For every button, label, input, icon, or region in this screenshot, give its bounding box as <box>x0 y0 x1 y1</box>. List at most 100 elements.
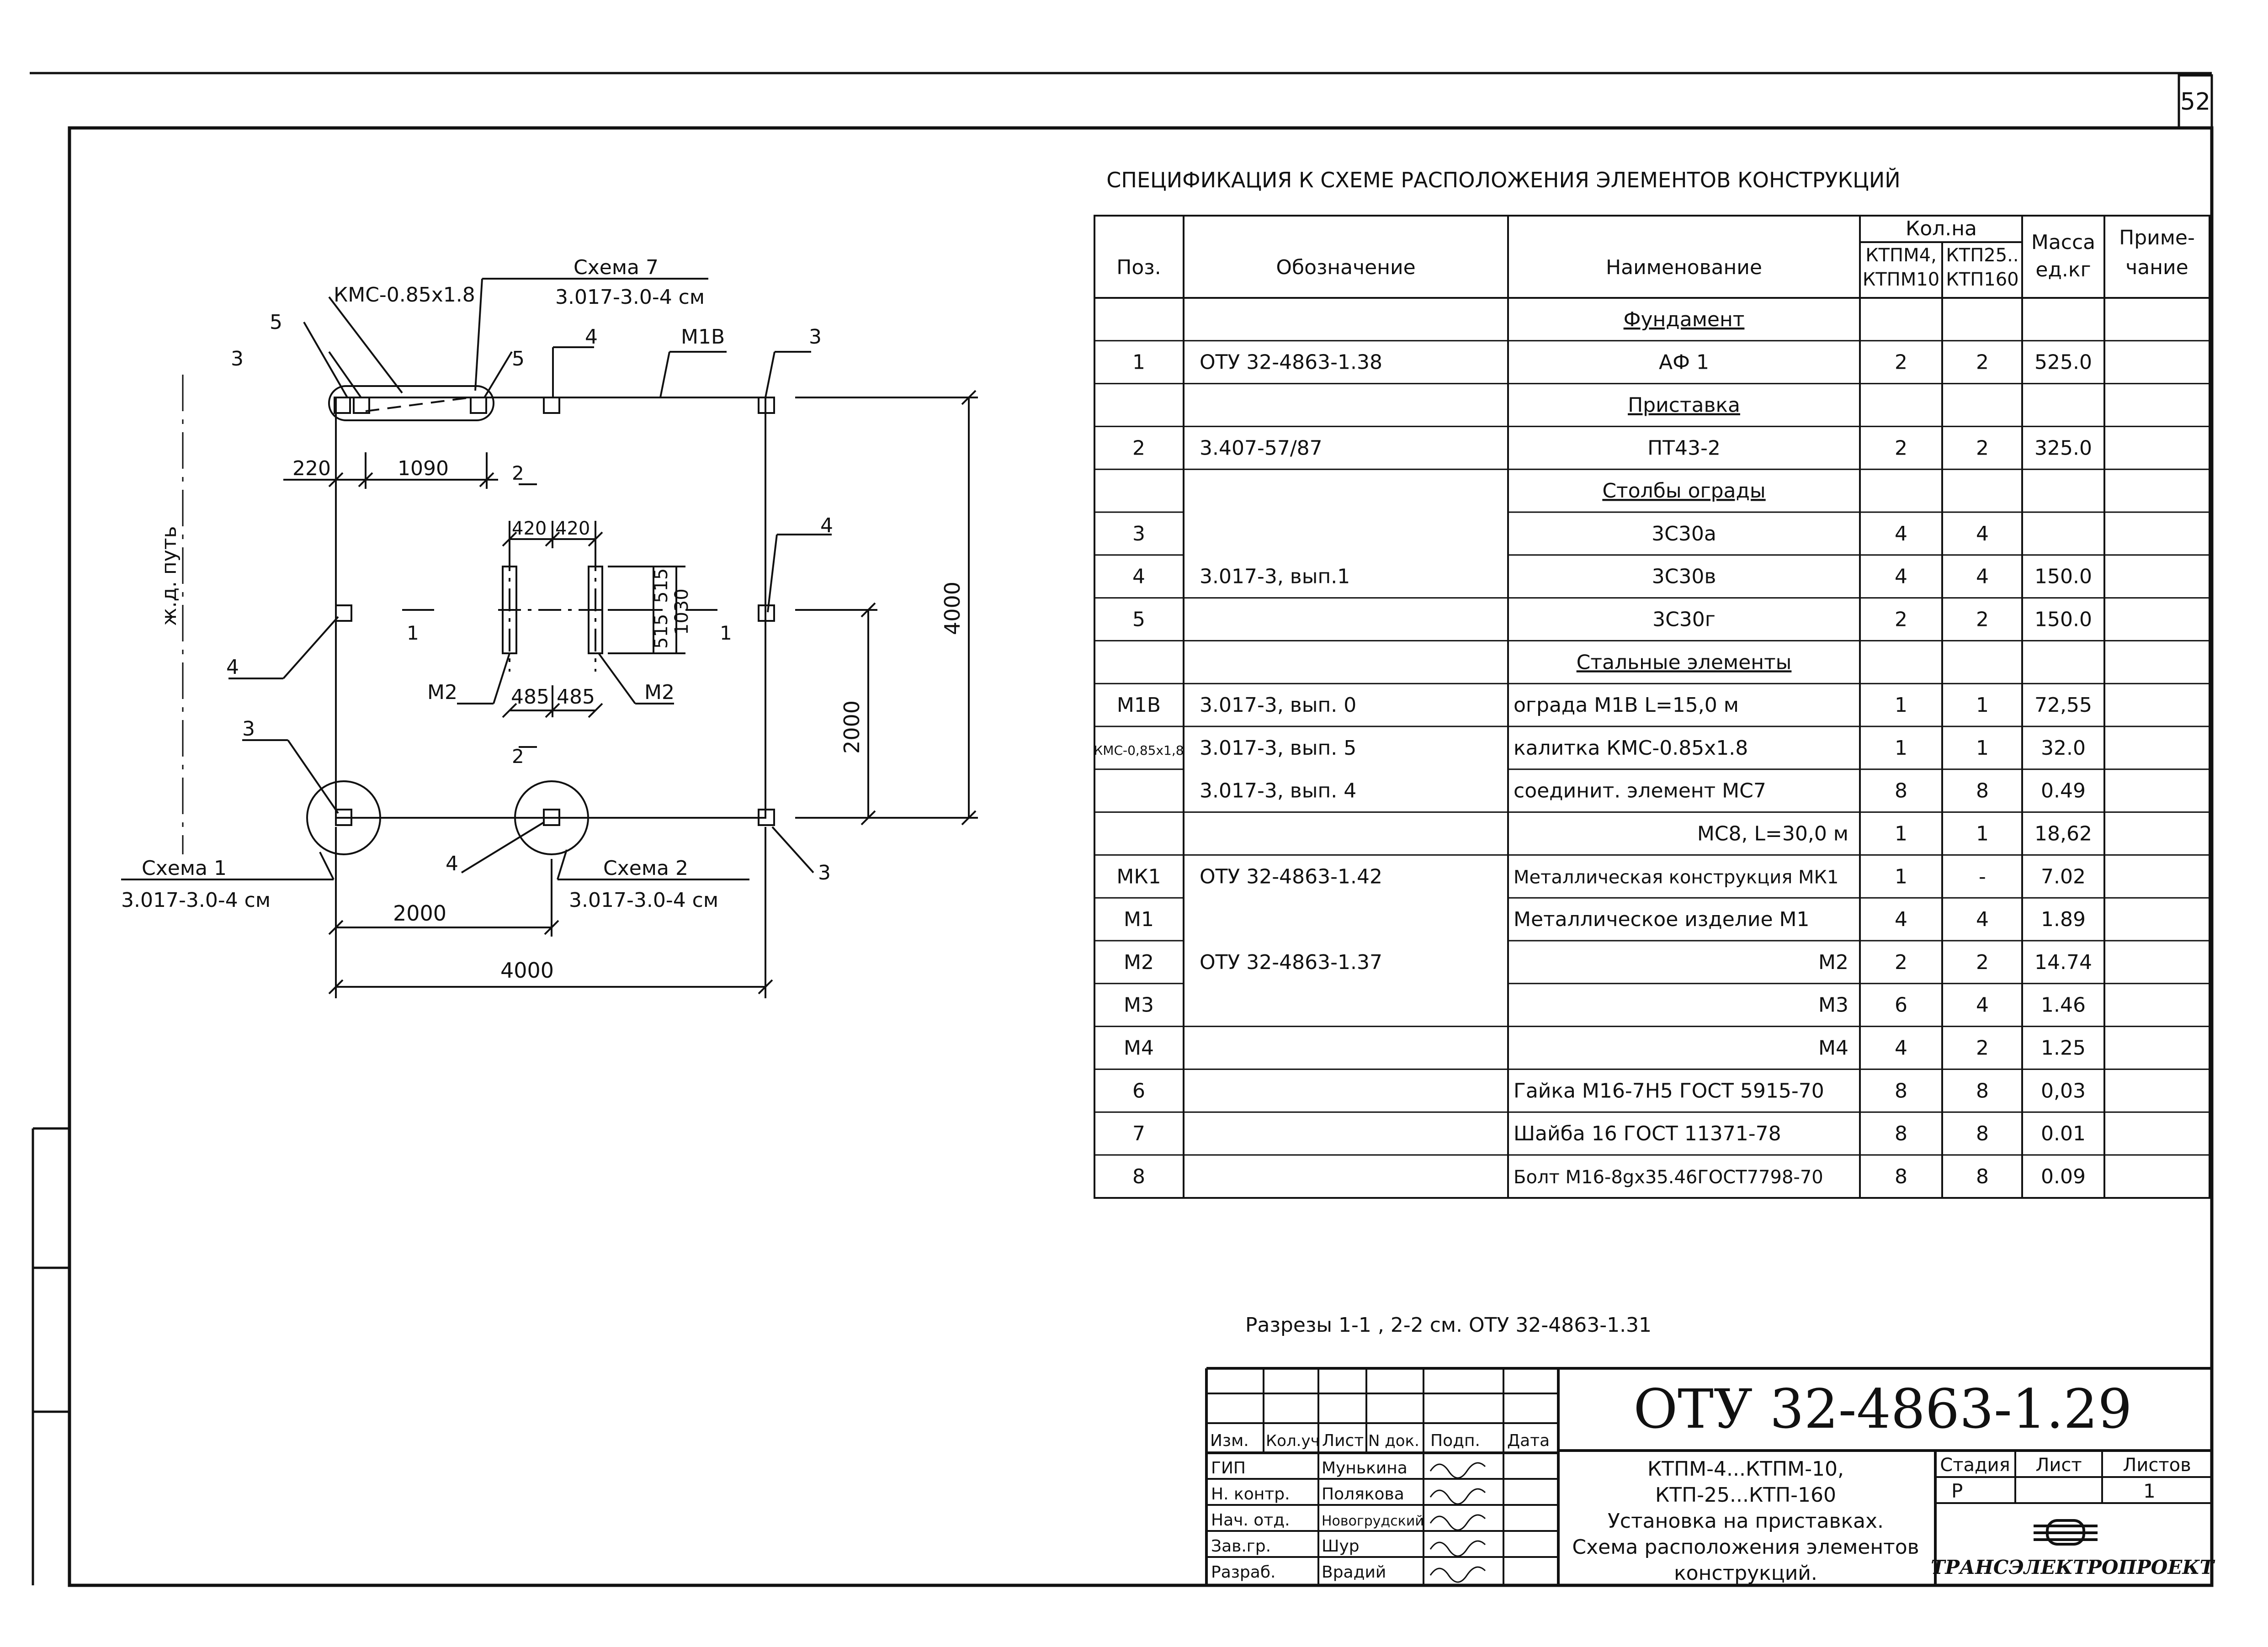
cell-mass: 0,03 <box>2041 1079 2086 1102</box>
cell-qty-b: 1 <box>1976 822 1989 846</box>
cell-qty-b: 1 <box>1976 736 1989 760</box>
dimension-ticks <box>328 390 977 995</box>
dim-1090: 1090 <box>398 457 449 480</box>
sheet-number: 52 <box>2180 88 2210 116</box>
signature-icon <box>1429 1488 1486 1505</box>
section-note: Разрезы 1-1 , 2-2 см. ОТУ 32-4863-1.31 <box>1245 1313 1652 1337</box>
label-pos4-left: 4 <box>226 656 239 679</box>
dim-2000-vertical: 2000 <box>839 700 864 754</box>
cell-qty-a: 8 <box>1895 779 1907 803</box>
cell-name: Гайка М16-7Н5 ГОСТ 5915-70 <box>1514 1079 1824 1102</box>
cell-qty-b: 8 <box>1976 1079 1989 1102</box>
cell-name: 3С30а <box>1652 522 1716 545</box>
header-qty-a-2: КТПМ10 <box>1863 269 1939 290</box>
cell-name: Металлическая конструкция МК1 <box>1514 867 1838 888</box>
cell-pos: МК1 <box>1116 865 1161 888</box>
cell-designation: 3.017-3, вып.1 <box>1200 565 1350 588</box>
cell-qty-b: 4 <box>1976 565 1989 588</box>
cell-qty-b: 8 <box>1976 1165 1989 1188</box>
cell-name: Шайба 16 ГОСТ 11371-78 <box>1514 1122 1781 1145</box>
cell-qty-a: 8 <box>1895 1165 1907 1188</box>
cell-group-heading: Стальные элементы <box>1577 651 1792 674</box>
cell-group-heading: Фундамент <box>1624 308 1745 331</box>
label-scheme1-title: Схема 1 <box>142 857 227 880</box>
cell-qty-b: 4 <box>1976 994 1989 1017</box>
cell-qty-b: 1 <box>1976 694 1989 717</box>
header-note-1: Приме- <box>2119 226 2195 249</box>
stamp-person: Новогрудский <box>1322 1513 1424 1529</box>
label-pos5-left: 5 <box>270 311 282 334</box>
cell-mass: 7.02 <box>2041 865 2086 888</box>
label-pos4-bottom: 4 <box>446 852 458 875</box>
cell-qty-a: 1 <box>1895 694 1907 717</box>
cell-name: МС8, L=30,0 м <box>1697 822 1848 846</box>
cell-qty-b: 4 <box>1976 908 1989 931</box>
cell-pos: 3 <box>1132 522 1145 545</box>
cell-qty-a: 2 <box>1895 608 1907 631</box>
label-pos3-bottomright: 3 <box>818 861 831 884</box>
spec-table-row: Фундамент <box>1624 308 1745 331</box>
label-pos4-top: 4 <box>585 325 598 349</box>
cell-pos: 1 <box>1132 351 1145 374</box>
cell-qty-b: 8 <box>1976 779 1989 803</box>
cell-qty-a: 8 <box>1895 1079 1907 1102</box>
dim-485-left: 485 <box>511 685 549 709</box>
document-code: ОТУ 32-4863-1.29 <box>1633 1377 2132 1440</box>
dim-4000-vertical: 4000 <box>940 582 965 635</box>
section-mark-1-right: 1 <box>720 622 732 644</box>
cell-qty-a: 1 <box>1895 736 1907 760</box>
cell-qty-a: 1 <box>1895 865 1907 888</box>
section-mark-1-left: 1 <box>407 622 419 644</box>
cell-mass: 32.0 <box>2041 736 2086 760</box>
stamp-role: Разраб. <box>1211 1563 1275 1582</box>
cell-pos: М4 <box>1124 1037 1154 1060</box>
cell-pos: КМС-0,85х1,8 <box>1094 743 1184 758</box>
cell-name: М3 <box>1818 994 1848 1017</box>
cell-name: Металлическое изделие М1 <box>1514 908 1810 931</box>
header-designation: Обозначение <box>1276 256 1415 279</box>
signature-icon <box>1429 1566 1486 1583</box>
cell-mass: 325.0 <box>2034 436 2092 460</box>
cell-qty-a: 6 <box>1895 994 1907 1017</box>
cell-pos: 8 <box>1132 1165 1145 1188</box>
header-qty-a-1: КТПМ4, <box>1865 245 1937 266</box>
cell-name: М2 <box>1818 951 1848 974</box>
stamp-person: Мунькина <box>1322 1459 1408 1478</box>
cell-name: калитка КМС-0.85х1.8 <box>1514 736 1748 760</box>
cell-qty-b: 2 <box>1976 351 1989 374</box>
dim-515-lower: 515 <box>651 614 672 649</box>
header-qty-b-2: КТП160 <box>1946 269 2018 290</box>
label-pos4-right: 4 <box>820 514 833 537</box>
header-qty: Кол.на <box>1906 217 1977 240</box>
cell-mass: 0.09 <box>2041 1165 2086 1188</box>
cell-mass: 72,55 <box>2034 694 2092 717</box>
cell-qty-a: 2 <box>1895 351 1907 374</box>
stamp-stage-value: Р <box>1951 1480 1963 1502</box>
label-pos3-topright: 3 <box>809 325 822 349</box>
label-pos3-bottomleft: 3 <box>242 717 255 741</box>
label-scheme2-ref: 3.017-3.0-4 см <box>569 889 718 912</box>
cell-qty-a: 4 <box>1895 908 1907 931</box>
label-kms-gate: КМС-0.85х1.8 <box>334 283 475 307</box>
cell-name: ПТ43-2 <box>1647 436 1721 460</box>
cell-pos: М1 <box>1124 908 1154 931</box>
cell-mass: 0.01 <box>2041 1122 2086 1145</box>
stamp-sheets-label: Листов <box>2123 1455 2191 1476</box>
spec-header: Поз. Обозначение Наименование Кол.на КТП… <box>1116 217 2195 290</box>
cell-mass: 18,62 <box>2034 822 2092 846</box>
stamp-person: Шур <box>1322 1537 1360 1556</box>
signature-icon <box>1429 1514 1486 1531</box>
cell-designation: 3.407-57/87 <box>1200 436 1323 460</box>
company-name: ТРАНСЭЛЕКТРОПРОЕКТ <box>1931 1556 2215 1578</box>
plan-drawing: КМС-0.85х1.8 Схема 7 3.017-3.0-4 см 5 3 … <box>121 256 978 998</box>
header-mass-1: Масса <box>2031 231 2095 254</box>
